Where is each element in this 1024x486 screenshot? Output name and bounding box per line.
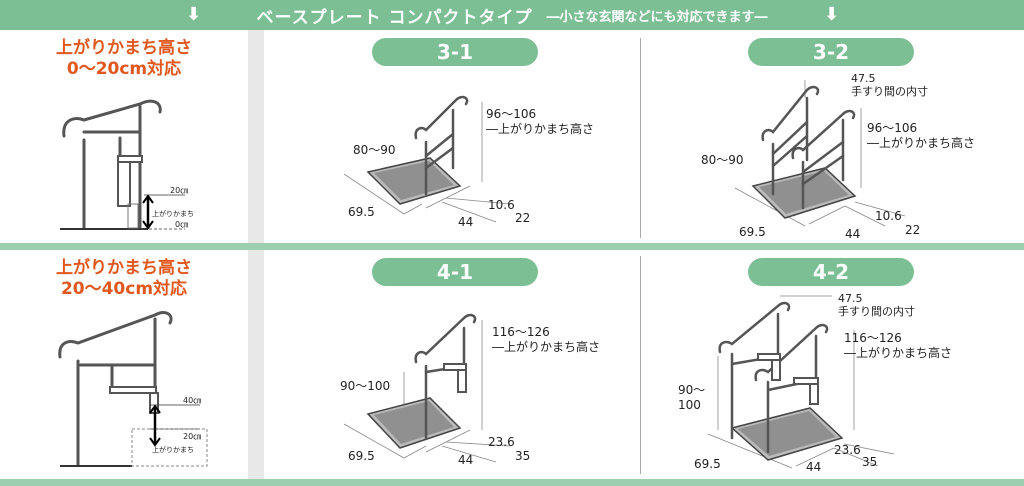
depth-text: 80～90 [701,153,744,167]
side-top-text: 40㎝ [183,396,201,405]
model-badge-4-2: 4-2 [748,258,914,286]
side-mid-text: 20㎝ [183,432,201,441]
width-text: 69.5 [739,225,766,239]
inner-label-text: 手すり間の内寸 [838,304,915,318]
row-separator [0,243,1024,250]
offset-text: 10.6 [875,209,902,223]
depth-text-line1: 90～ [678,383,705,397]
height-label-text: ―上がりかまち高さ [492,339,600,354]
label-line: 上がりかまち高さ [56,38,192,58]
column-divider [248,30,264,479]
depth-text-line2: 100 [678,398,701,412]
inner-width-text: 47.5 [838,292,863,305]
model-badge-3-1: 3-1 [372,38,538,66]
height-range-text: 96～106 [867,121,917,135]
height-label-text: ―上がりかまち高さ [844,345,952,360]
diagram-3-2: 47.5 手すり間の内寸 96～106 ―上がりかまち高さ 80～90 69.5… [701,72,975,241]
side-bottom-text: 0㎝ [175,220,188,229]
row2-height-label: 上がりかまち高さ 20～40cm対応 [0,258,248,300]
height-label-text: ―上がりかまち高さ [867,135,975,150]
cell-divider [640,38,641,238]
height-range-text: 116～126 [844,331,902,345]
row1-height-label: 上がりかまち高さ 0～20cm対応 [0,38,248,80]
offset-text: 23.6 [834,443,861,457]
label-line: 0～20cm対応 [66,59,182,79]
height-range-text: 116～126 [492,325,550,339]
diagram-3-1: 96～106 ―上がりかまち高さ 80～90 69.5 44 10.6 22 [343,95,594,229]
side-mid-text: 上がりかまち [152,209,194,218]
side-bottom-text: 上がりかまち [152,445,194,454]
width-text: 69.5 [348,205,375,219]
diagram-4-1: 116～126 ―上がりかまち高さ 90～100 69.5 44 23.6 35 [340,313,600,467]
banner-title: ベースプレート コンパクトタイプ [256,7,533,28]
down-arrow-icon: ⬇ [186,4,202,25]
model-badge-3-2: 3-2 [748,38,914,66]
depth-text: 90～100 [340,379,390,393]
depth-text: 80～90 [353,143,396,157]
label-line: 20～40cm対応 [60,279,188,299]
header-banner: ⬇ ベースプレート コンパクトタイプ ―小さな玄関などにも対応できます― ⬇ [0,0,1024,30]
model-badge-4-1: 4-1 [372,258,538,286]
inner-width-text: 47.5 [851,72,876,85]
d2-text: 22 [515,211,530,225]
height-label-text: ―上がりかまち高さ [486,121,594,136]
base-text: 44 [845,227,860,241]
d2-text: 35 [515,449,530,463]
offset-text: 10.6 [488,198,515,212]
bottom-bar [0,479,1024,486]
height-range-text: 96～106 [486,107,536,121]
width-text: 69.5 [694,457,721,471]
inner-label-text: 手すり間の内寸 [851,84,928,98]
d2-text: 22 [905,223,920,237]
d2-text: 35 [862,455,877,469]
row1-side-view: 20㎝ 上がりかまち 0㎝ [60,99,194,230]
down-arrow-icon: ⬇ [824,4,840,25]
banner-subtitle: ―小さな玄関などにも対応できます― [546,9,768,25]
base-text: 44 [806,460,821,474]
width-text: 69.5 [348,449,375,463]
base-text: 44 [458,215,473,229]
label-line: 上がりかまち高さ [56,258,192,278]
cell-divider [640,256,641,474]
row2-side-view: 40㎝ 20㎝ 上がりかまち [58,311,208,467]
base-text: 44 [458,453,473,467]
diagram-4-2: 47.5 手すり間の内寸 116～126 ―上がりかまち高さ 90～ 100 6… [678,292,952,474]
side-top-text: 20㎝ [170,186,188,195]
offset-text: 23.6 [488,435,515,449]
